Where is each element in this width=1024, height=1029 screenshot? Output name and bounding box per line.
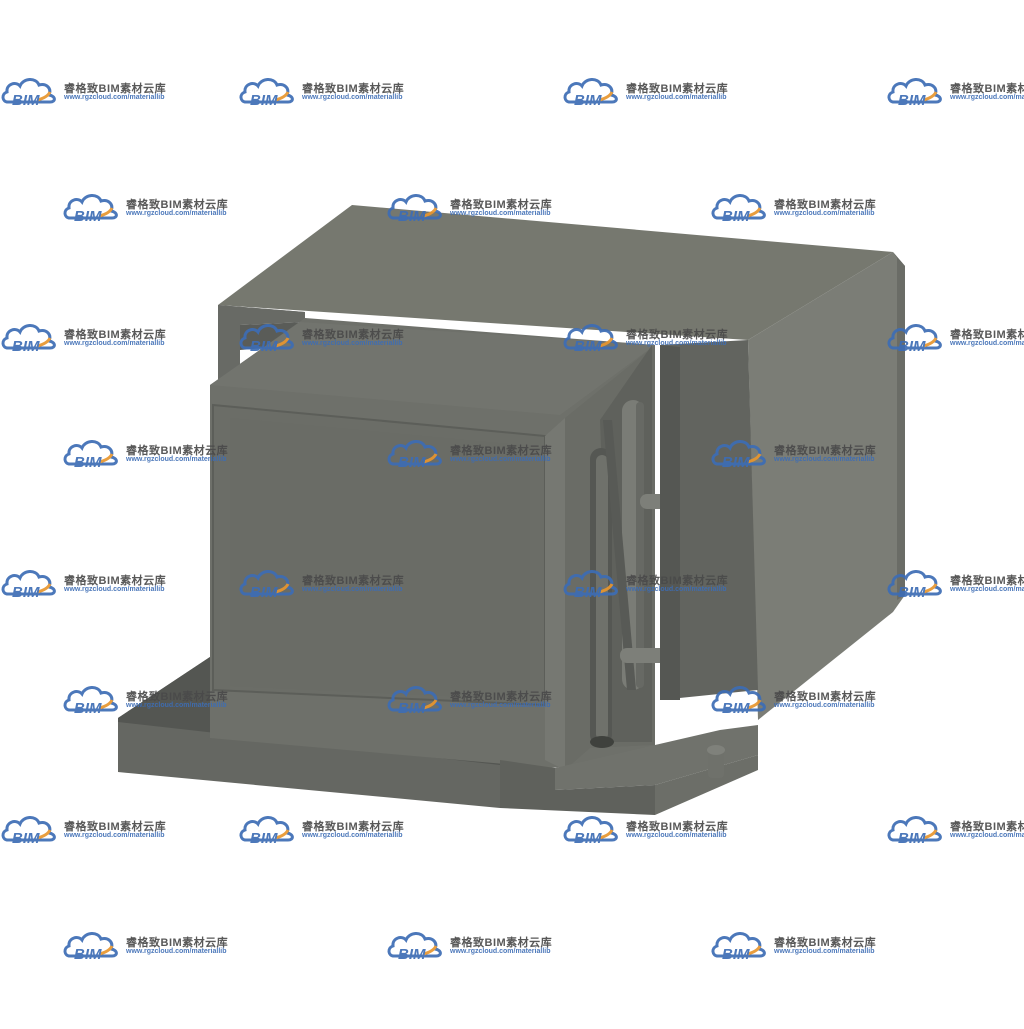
diagonal-strut bbox=[603, 420, 636, 690]
right-base-side bbox=[655, 755, 758, 815]
pipe-vertical-shade bbox=[636, 402, 644, 688]
center-divider bbox=[545, 418, 565, 770]
housing-right-side bbox=[748, 252, 905, 720]
right-base-front bbox=[500, 760, 655, 815]
side-recess bbox=[660, 340, 758, 700]
right-base-top bbox=[555, 725, 758, 790]
front-block-ledge bbox=[210, 322, 655, 415]
base-slab-front bbox=[118, 718, 500, 808]
foot-bracket bbox=[708, 748, 724, 778]
housing-top bbox=[218, 205, 893, 340]
foot-bracket-top bbox=[707, 745, 725, 755]
slot-left-inner bbox=[596, 455, 608, 740]
drain-opening bbox=[590, 736, 614, 748]
side-recess-shadow bbox=[660, 345, 680, 700]
front-access-panel-inset bbox=[230, 418, 530, 700]
